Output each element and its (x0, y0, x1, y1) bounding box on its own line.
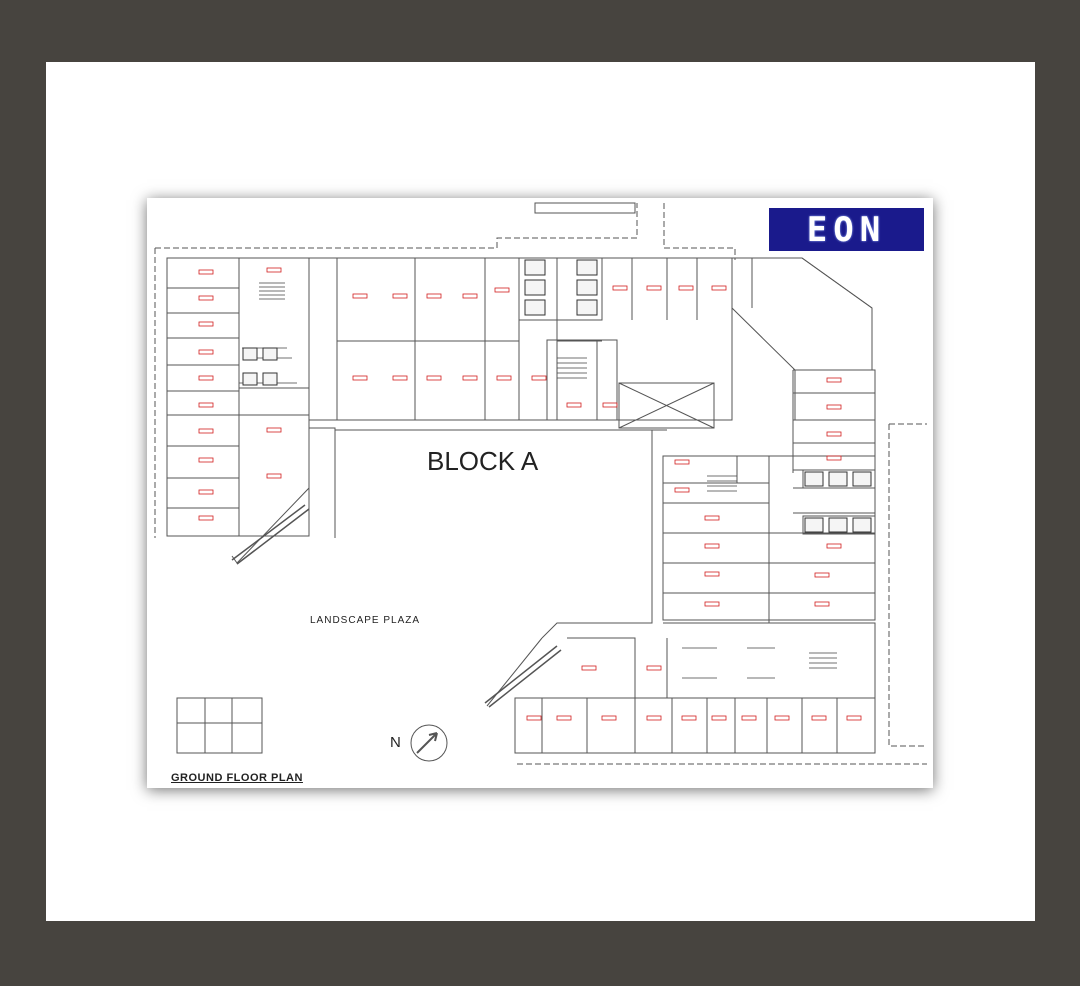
site-boundary (154, 203, 927, 765)
escalator-right (484, 645, 562, 708)
plaza-label: LANDSCAPE PLAZA (310, 615, 421, 626)
logo-text: EON (806, 209, 887, 250)
north-arrow (410, 724, 448, 762)
north-label: N (390, 734, 401, 751)
floor-plan-caption: GROUND FLOOR PLAN (171, 772, 303, 784)
floor-plan-sheet: EON BLOCK A LANDSCAPE PLAZA N GROUND FLO… (147, 198, 933, 788)
left-block (166, 257, 310, 537)
eon-logo: EON (769, 208, 924, 251)
top-gate (534, 202, 636, 214)
escalator-left (231, 504, 310, 565)
bottom-block (514, 697, 876, 754)
floor-plan-drawing (154, 202, 927, 765)
plaza-edge (334, 429, 667, 538)
block-title: BLOCK A (427, 446, 539, 476)
key-plan (176, 697, 263, 754)
